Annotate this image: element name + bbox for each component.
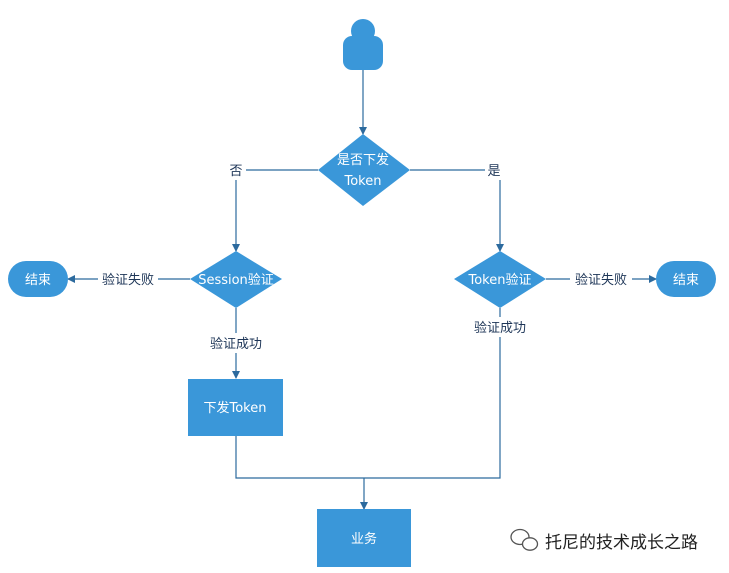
watermark: 托尼的技术成长之路 [510,528,698,553]
edge-decision-no [232,169,318,252]
user-icon [343,19,383,70]
token-check-decision: Token验证 [454,251,546,308]
business-label: 业务 [351,531,377,547]
issue-token-decision-line1: 是否下发 [337,152,389,168]
issue-token-decision: 是否下发 Token [318,134,410,206]
edge-label-yes: 是 [487,164,500,179]
edge-label-token-fail: 验证失败 [575,272,627,288]
edge-issue-token-to-merge [235,436,364,479]
edge-label-no: 否 [229,164,242,179]
issue-token-process: 下发Token [188,379,283,436]
token-check-label: Token验证 [468,272,532,288]
edge-label-token-success: 验证成功 [474,320,526,336]
session-check-label: Session验证 [198,272,274,288]
end-left-label: 结束 [25,273,51,288]
edge-decision-yes [410,169,504,252]
session-check-decision: Session验证 [190,251,282,308]
end-node-right: 结束 [656,261,716,297]
edge-token-success [364,308,501,479]
end-node-left: 结束 [8,261,68,297]
watermark-text: 托尼的技术成长之路 [545,533,698,553]
end-right-label: 结束 [673,273,699,288]
business-process: 业务 [317,509,411,567]
issue-token-label: 下发Token [204,400,267,416]
edge-label-session-fail: 验证失败 [102,272,154,288]
issue-token-decision-line2: Token [344,174,382,189]
edge-label-session-success: 验证成功 [210,336,262,352]
wechat-icon [510,528,539,551]
